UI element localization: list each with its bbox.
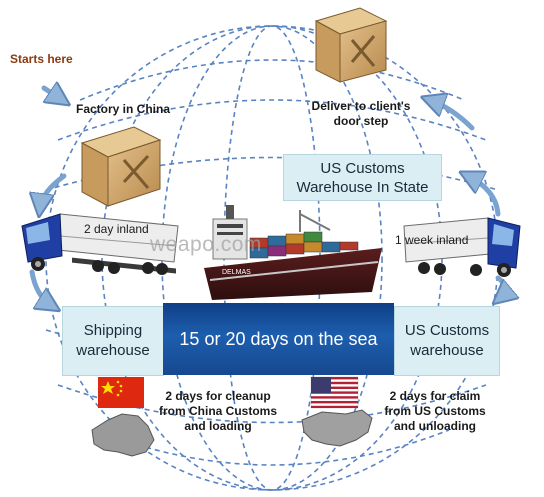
truck-icon-us — [403, 217, 521, 277]
sea-transit-banner: 15 or 20 days on the sea — [163, 303, 394, 375]
china-step-line-3: and loading — [184, 419, 252, 433]
us-customs-warehouse-box: US Customs Warehouse In State — [283, 154, 442, 201]
deliver-line-1: Deliver to client's — [311, 99, 411, 113]
deliver-line-2: door step — [333, 114, 389, 128]
ship-name: DELMAS — [222, 269, 251, 276]
truck-icon-china — [21, 213, 179, 275]
us-customs-warehouse-line-1: US Customs — [320, 159, 405, 177]
shipping-warehouse-line-1: Shipping — [83, 322, 143, 339]
us-step-line-3: and unloading — [394, 419, 476, 433]
china-flag-icon — [98, 377, 144, 408]
us-customs-line-1: US Customs — [404, 322, 490, 339]
inland-us-label: 1 week inland — [395, 233, 469, 247]
us-step-line-1: 2 days for claim — [389, 389, 481, 403]
starts-here-label: Starts here — [10, 52, 73, 66]
us-step-line-2: from US Customs — [384, 404, 486, 418]
us-customs-box: US Customs warehouse — [394, 306, 500, 376]
shipping-warehouse-box: Shipping warehouse — [62, 306, 164, 376]
shipping-warehouse-line-2: warehouse — [76, 342, 150, 359]
china-step-line-1: 2 days for cleanup — [165, 389, 271, 403]
us-customs-warehouse-line-2: Warehouse In State — [296, 178, 429, 196]
deliver-label: Deliver to client's door step — [296, 99, 426, 129]
usa-map-icon — [301, 409, 373, 447]
china-customs-step-label: 2 days for cleanup from China Customs an… — [140, 389, 296, 434]
inland-china-label: 2 day inland — [84, 222, 149, 236]
container-ship-icon: DELMAS — [204, 205, 382, 300]
china-map-icon — [91, 413, 155, 457]
us-customs-line-2: warehouse — [410, 342, 484, 359]
crate-icon-factory — [80, 126, 162, 207]
china-step-line-2: from China Customs — [158, 404, 277, 418]
watermark-text: weapo.com — [150, 233, 262, 256]
crate-icon-delivery — [314, 7, 388, 83]
sea-transit-label: 15 or 20 days on the sea — [179, 328, 378, 349]
factory-label: Factory in China — [76, 102, 171, 116]
us-flag-icon — [310, 376, 359, 409]
us-customs-step-label: 2 days for claim from US Customs and unl… — [370, 389, 500, 434]
